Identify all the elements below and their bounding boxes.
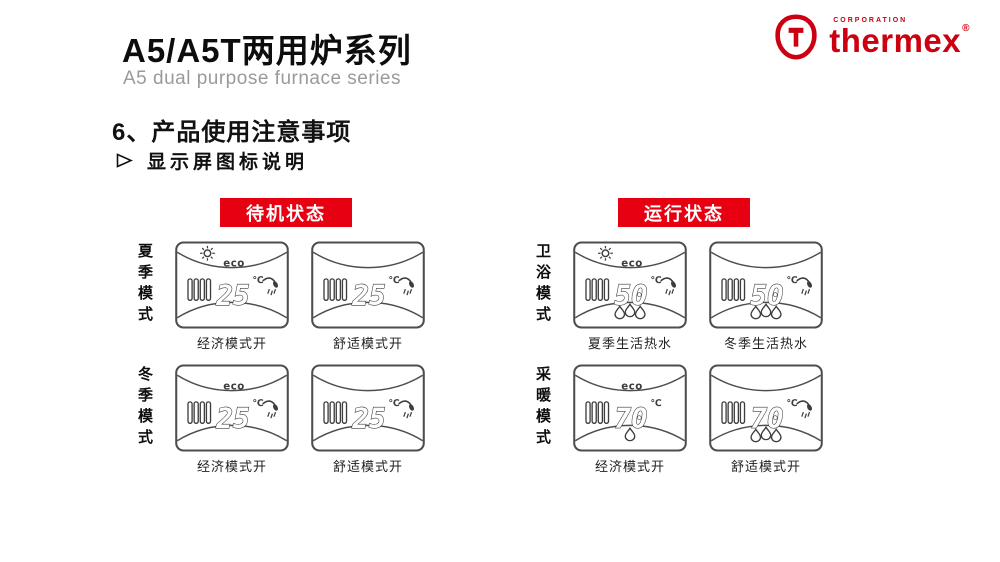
celsius-unit: ℃ [650, 398, 661, 409]
eco-indicator: eco [223, 259, 245, 270]
temperature-readout: 25 [215, 278, 249, 311]
lcd-screen: eco 25 ℃ [175, 241, 289, 329]
lcd-screen: 25 ℃ [311, 364, 425, 452]
logo-corporation-text: CORPORATION [833, 17, 908, 24]
temperature-readout: 25 [351, 278, 385, 311]
screen-figure: 70 ℃ 舒适模式开 [707, 364, 825, 475]
bullet-text: 显示屏图标说明 [147, 152, 309, 173]
mode-label-summer: 夏季模式 [136, 243, 153, 327]
lcd-top-curve [574, 374, 686, 392]
arrow-bullet-icon [116, 153, 133, 168]
screen-caption: 舒适模式开 [332, 336, 403, 351]
celsius-unit: ℃ [786, 398, 797, 409]
thermex-logo: CORPORATION thermex® [771, 14, 970, 60]
lcd-bottom-curve [710, 301, 822, 319]
lcd-bottom-curve [312, 424, 424, 442]
lcd-screen: eco 50 ℃ [573, 241, 687, 329]
standby-panel: 待机状态 夏季模式 eco 25 ℃ 经济模式 [110, 198, 462, 475]
celsius-unit: ℃ [786, 275, 797, 286]
screen-figure: eco 50 ℃ 夏季生活热水 [571, 241, 689, 352]
mode-label-winter: 冬季模式 [136, 366, 153, 450]
celsius-unit: ℃ [388, 275, 399, 286]
mode-label-bath: 卫浴模式 [534, 243, 551, 327]
logo-brand-text: thermex [829, 22, 962, 59]
running-rows: 卫浴模式 eco 50 ℃ [508, 241, 860, 475]
celsius-unit: ℃ [252, 275, 263, 286]
temperature-readout: 25 [215, 401, 249, 434]
lcd-screen: 50 ℃ [709, 241, 823, 329]
lcd-top-curve [176, 251, 288, 269]
screen-caption: 冬季生活热水 [723, 336, 808, 351]
lcd-screen: eco 25 ℃ [175, 364, 289, 452]
heating-mode-row: 采暖模式 eco 70 ℃ 经济模式开 [532, 364, 860, 475]
screen-figure: 25 ℃ 舒适模式开 [309, 364, 427, 475]
screen-caption: 经济模式开 [594, 459, 665, 474]
lcd-top-curve [176, 374, 288, 392]
standby-rows: 夏季模式 eco 25 ℃ 经济模式开 [110, 241, 462, 475]
celsius-unit: ℃ [388, 398, 399, 409]
lcd-top-curve [710, 374, 822, 392]
eco-indicator: eco [621, 382, 643, 393]
bullet-row: 显示屏图标说明 [116, 147, 308, 174]
logo-wordmark: thermex® [829, 22, 970, 59]
eco-indicator: eco [223, 382, 245, 393]
mode-label-heating: 采暖模式 [534, 366, 551, 450]
registered-mark: ® [962, 23, 970, 34]
running-panel: 运行状态 卫浴模式 eco 50 ℃ [508, 198, 860, 475]
bath-mode-row: 卫浴模式 eco 50 ℃ [532, 241, 860, 352]
lcd-screen: 25 ℃ [311, 241, 425, 329]
logo-text-block: CORPORATION thermex® [829, 17, 970, 57]
page-title: A5/A5T两用炉系列 [122, 32, 412, 69]
screen-caption: 舒适模式开 [730, 459, 801, 474]
section-heading: 6、产品使用注意事项 [112, 119, 352, 146]
lcd-bottom-curve [574, 301, 686, 319]
screen-figure: eco 70 ℃ 经济模式开 [571, 364, 689, 475]
screen-figure: 50 ℃ 冬季生活热水 [707, 241, 825, 352]
temperature-readout: 25 [351, 401, 385, 434]
lcd-bottom-curve [574, 424, 686, 442]
eco-indicator: eco [621, 259, 643, 270]
standby-banner: 待机状态 [220, 198, 352, 227]
screen-figure: eco 25 ℃ 经济模式开 [173, 364, 291, 475]
lcd-top-curve [710, 251, 822, 269]
screen-figure: eco 25 ℃ 经济模式开 [173, 241, 291, 352]
running-banner: 运行状态 [618, 198, 750, 227]
screen-caption: 舒适模式开 [332, 459, 403, 474]
thermex-emblem-icon [775, 14, 817, 60]
page-subtitle: A5 dual purpose furnace series [123, 68, 401, 89]
screen-caption: 经济模式开 [196, 336, 267, 351]
winter-mode-row: 冬季模式 eco 25 ℃ 经济模式开 [134, 364, 462, 475]
lcd-top-curve [574, 251, 686, 269]
celsius-unit: ℃ [252, 398, 263, 409]
screen-caption: 经济模式开 [196, 459, 267, 474]
lcd-bottom-curve [710, 424, 822, 442]
lcd-top-curve [312, 374, 424, 392]
lcd-top-curve [312, 251, 424, 269]
lcd-bottom-curve [176, 424, 288, 442]
lcd-screen: eco 70 ℃ [573, 364, 687, 452]
celsius-unit: ℃ [650, 275, 661, 286]
summer-mode-row: 夏季模式 eco 25 ℃ 经济模式开 [134, 241, 462, 352]
lcd-bottom-curve [176, 301, 288, 319]
screen-caption: 夏季生活热水 [587, 336, 672, 351]
screen-figure: 25 ℃ 舒适模式开 [309, 241, 427, 352]
lcd-screen: 70 ℃ [709, 364, 823, 452]
lcd-bottom-curve [312, 301, 424, 319]
